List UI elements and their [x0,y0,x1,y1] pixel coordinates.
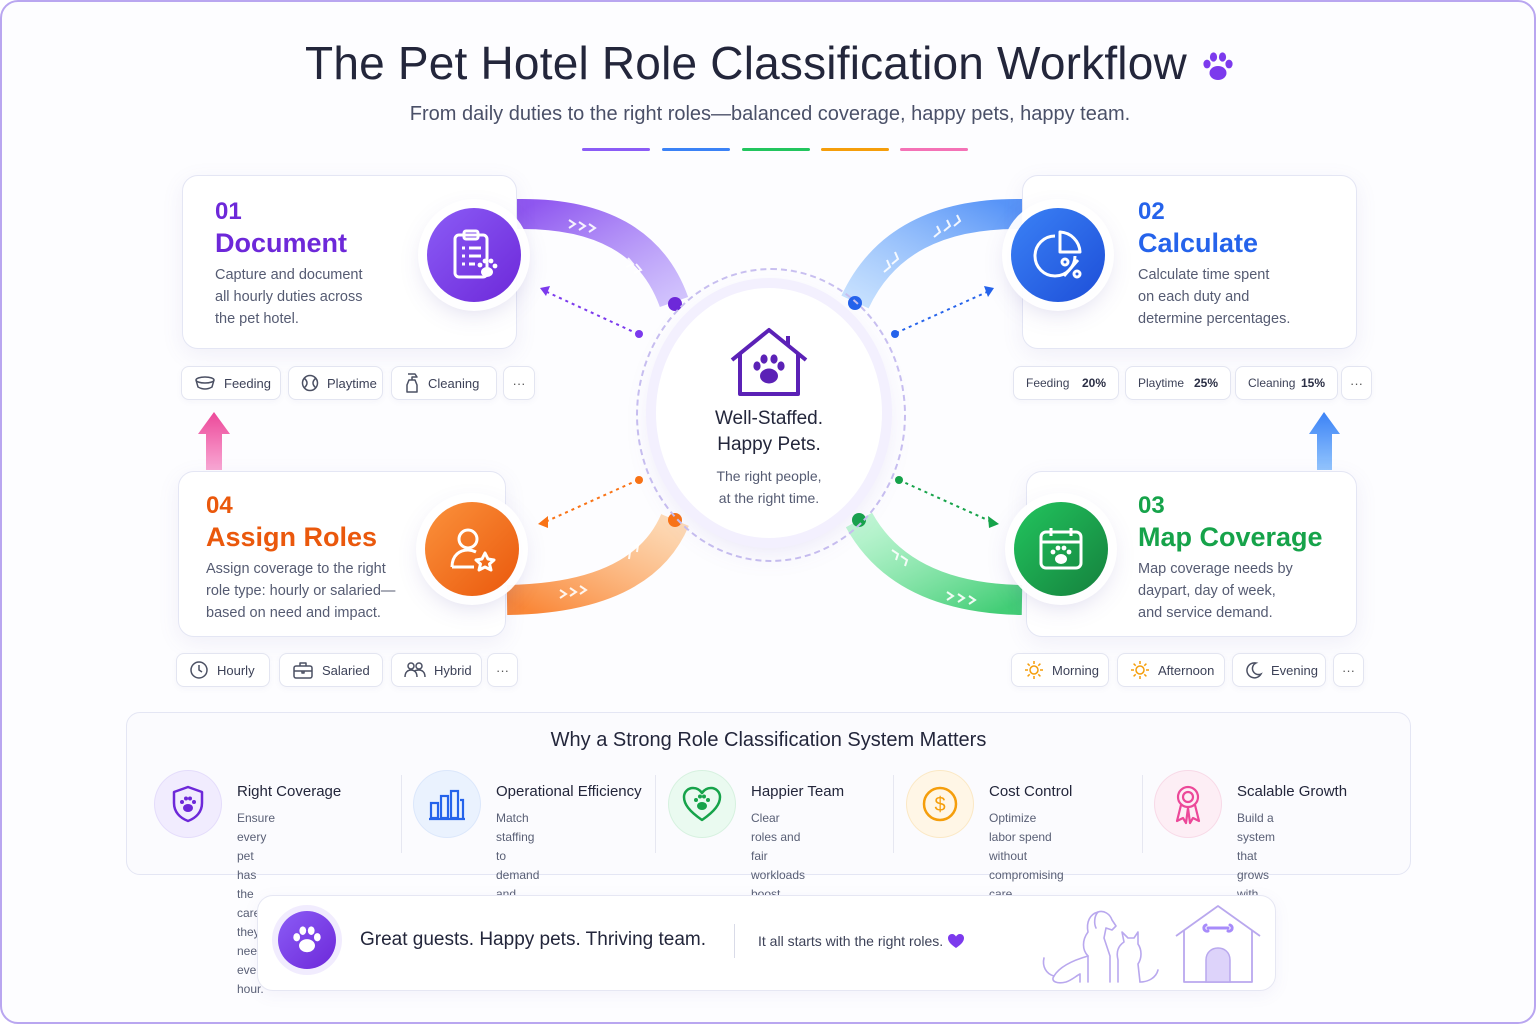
doghouse-icon [1170,902,1266,991]
hub-title: Well-Staffed. Happy Pets. [714,408,824,455]
step-number: 01 [215,198,242,225]
chip-feeding[interactable]: Feeding [181,366,281,400]
footer-tagline: Great guests. Happy pets. Thriving team. [360,929,707,950]
spray-bottle-icon [404,372,420,394]
sun-icon [1130,660,1150,680]
step-title: Assign Roles [206,522,378,552]
chip-cleaning-percent[interactable]: Cleaning 15% [1235,366,1338,400]
hub-subtitle: The right people, at the right time. [716,468,822,506]
up-arrow-icon [198,412,230,470]
chip-more[interactable]: ··· [1341,366,1372,400]
chip-cleaning[interactable]: Cleaning [391,366,497,400]
paw-icon [278,911,336,969]
step-title: Map Coverage [1138,522,1323,552]
divider [893,775,894,853]
accent-dashes [582,148,972,152]
house-paw-icon [726,326,812,403]
chip-more[interactable]: ··· [1333,653,1364,687]
person-star-icon [425,502,519,596]
why-title: Why a Strong Role Classification System … [550,729,987,751]
ribbon-award-icon [1155,771,1221,837]
shield-paw-icon [155,771,221,837]
page-title: The Pet Hotel Role Classification Workfl… [2,36,1534,94]
step-description: Assign coverage to the right role type: … [206,561,396,621]
step-title: Document [215,228,348,258]
step-number: 04 [206,492,233,519]
chip-afternoon[interactable]: Afternoon [1117,653,1225,687]
chip-more[interactable]: ··· [487,653,518,687]
step-number: 03 [1138,492,1165,519]
clipboard-paw-icon [427,208,521,302]
food-bowl-icon [194,375,216,391]
up-arrow-icon [1309,412,1340,470]
chip-playtime-percent[interactable]: Playtime 25% [1125,366,1231,400]
heart-icon [947,933,965,952]
footer-note: It all starts with the right roles. [758,933,965,952]
dog-cat-illustration-icon [1038,904,1168,991]
calendar-paw-icon [1014,502,1108,596]
sun-icon [1024,660,1044,680]
arc-roles [506,513,689,615]
pie-chart-percent-icon [1011,208,1105,302]
chip-playtime[interactable]: Playtime [288,366,383,400]
chip-hybrid[interactable]: Hybrid [391,653,482,687]
chip-more[interactable]: ··· [503,366,535,400]
center-hub: Well-Staffed. Happy Pets. The right peop… [656,288,882,538]
divider [401,775,402,853]
page-subtitle: From daily duties to the right roles—bal… [409,103,1131,125]
dollar-icon: $ [907,771,973,837]
step-description: Map coverage needs by daypart, day of we… [1138,561,1293,621]
people-icon [404,661,426,679]
ball-icon [301,374,319,392]
footer-banner: Great guests. Happy pets. Thriving team.… [257,895,1276,991]
heart-paw-icon [669,771,735,837]
svg-text:$: $ [934,794,945,816]
step-card-document[interactable]: 01 Document Capture and document all hou… [182,175,517,349]
chip-feeding-percent[interactable]: Feeding 20% [1013,366,1119,400]
why-it-matters-panel: Why a Strong Role Classification System … [126,712,1411,996]
step-description: Calculate time spent on each duty and de… [1138,267,1291,327]
chip-morning[interactable]: Morning [1011,653,1109,687]
chip-evening[interactable]: Evening [1232,653,1326,687]
moon-icon [1245,661,1263,679]
step-description: Capture and document all hourly duties a… [215,267,363,327]
briefcase-icon [292,661,314,679]
bar-chart-icon [414,771,480,837]
chip-salaried[interactable]: Salaried [279,653,383,687]
clock-icon [189,660,209,680]
paw-icon [1201,40,1235,94]
divider [1142,775,1143,853]
divider [734,924,735,958]
chip-hourly[interactable]: Hourly [176,653,270,687]
step-number: 02 [1138,198,1165,225]
divider [655,775,656,853]
step-title: Calculate [1138,228,1259,258]
arc-calculate [841,198,1023,309]
hub-dashed-ring [636,268,906,562]
arc-coverage [845,512,1023,615]
arc-document [516,198,689,308]
